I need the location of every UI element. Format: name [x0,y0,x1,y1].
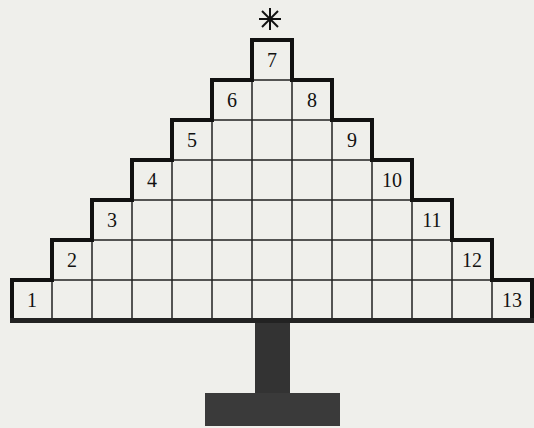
tree-outline [12,40,532,320]
tree-stand [205,393,340,426]
number-cell: 11 [415,203,449,237]
cell-number: 8 [306,90,318,110]
cell-number: 4 [146,170,158,190]
cell-number: 5 [186,130,198,150]
cell-number: 9 [346,130,358,150]
cell-number: 10 [381,170,403,190]
tree-base-line [10,318,534,323]
number-cell: 5 [175,123,209,157]
cell-number: 1 [26,290,38,310]
star-symbol [259,8,281,30]
number-cell: 7 [255,43,289,77]
number-cell: 13 [495,283,529,317]
cell-number: 6 [226,90,238,110]
number-cell: 4 [135,163,169,197]
cell-number: 11 [421,210,442,230]
number-cell: 12 [455,243,489,277]
cell-number: 2 [66,250,78,270]
number-cell: 3 [95,203,129,237]
number-cell: 2 [55,243,89,277]
cell-number: 7 [266,50,278,70]
number-cell: 8 [295,83,329,117]
tree-trunk [255,323,290,395]
cell-number: 13 [501,290,523,310]
number-cell: 10 [375,163,409,197]
number-cell: 6 [215,83,249,117]
cell-number: 3 [106,210,118,230]
cell-number: 12 [461,250,483,270]
number-cell: 1 [15,283,49,317]
number-cell: 9 [335,123,369,157]
